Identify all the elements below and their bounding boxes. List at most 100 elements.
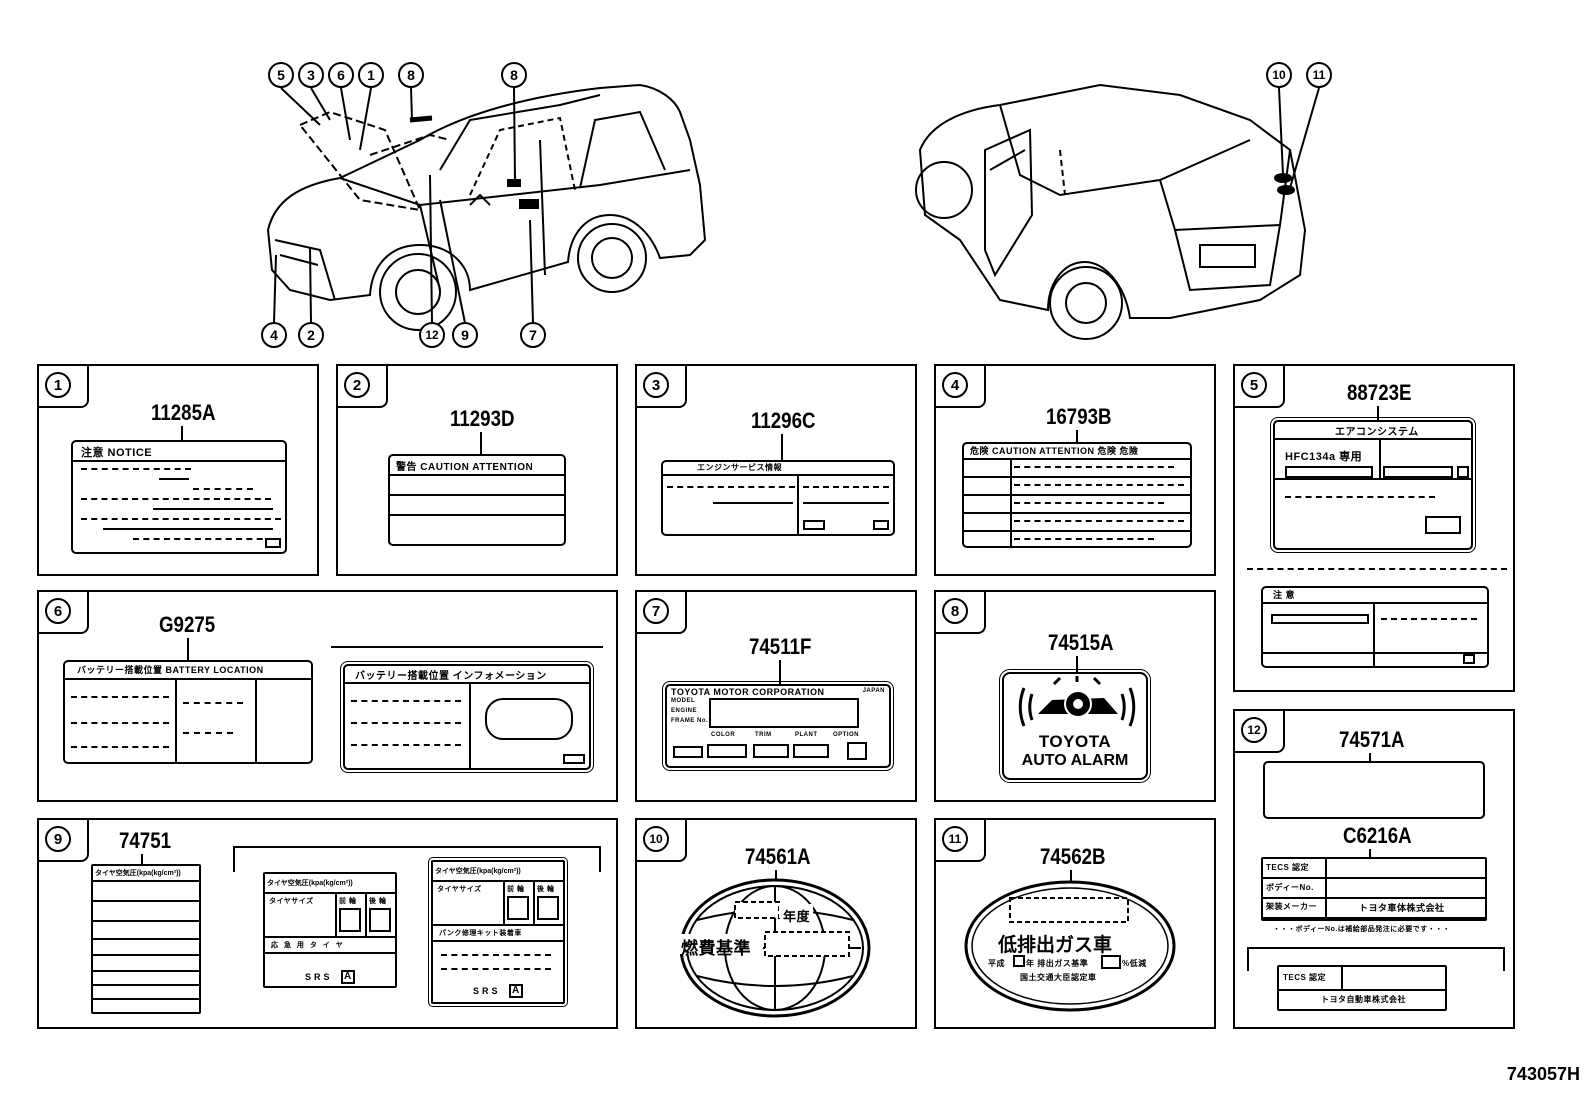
label-11296C: エンジンサービス情報 (661, 460, 895, 536)
callout-2[interactable]: 2 (298, 322, 324, 348)
maker-logo-text: トヨタ車体株式会社 (1359, 903, 1445, 913)
panel-10[interactable]: 10 74561A 年度 燃費基準 (635, 818, 917, 1029)
callout-9[interactable]: 9 (452, 322, 478, 348)
rear-wheel-text: 後 輪 (369, 898, 387, 905)
label-74751-a: タイヤ空気圧(kpa(kg/cm²)) (91, 864, 201, 1014)
leader-line (779, 660, 781, 684)
spare-tire-text: 応 急 用 タ イ ヤ (271, 942, 345, 949)
callout-4[interactable]: 4 (261, 322, 287, 348)
part-number: 11285A (151, 400, 216, 425)
front-car-illustration (266, 83, 1320, 340)
panel-1[interactable]: 1 11285A 注意 NOTICE (37, 364, 319, 576)
callout-3[interactable]: 3 (298, 62, 324, 88)
label-header (73, 442, 285, 462)
panel-8[interactable]: 8 74515A TOYOTA AUTO ALARM (934, 590, 1216, 802)
panel-number: 6 (45, 598, 71, 624)
panel-tab (936, 366, 986, 408)
row-frame: FRAME No. (671, 718, 709, 724)
reduction-text: %低減 (1122, 959, 1147, 968)
low-emission-oval (964, 880, 1176, 1012)
panel-6[interactable]: 6 G9275 バッテリー搭載位置 BATTERY LOCATION バッテリー… (37, 590, 618, 802)
callout-12[interactable]: 12 (419, 322, 445, 348)
leader-line (141, 854, 143, 864)
panel-tab (936, 592, 986, 634)
col-trim: TRIM (755, 732, 772, 738)
callout-5[interactable]: 5 (268, 62, 294, 88)
callout-11[interactable]: 11 (1306, 62, 1332, 88)
srs-a-text: A (344, 971, 352, 982)
label-header (1275, 422, 1471, 440)
leader-line (187, 638, 189, 660)
fuel-economy-globe (679, 878, 871, 1018)
panel-4[interactable]: 4 16793B 危険 CAUTION ATTENTION 危険 危險 (934, 364, 1216, 576)
callout-8a[interactable]: 8 (398, 62, 424, 88)
panel-12[interactable]: 12 74571A C6216A TECS 認定 ボディーNo. 架装メーカー … (1233, 709, 1515, 1029)
srs-text: SRS (305, 972, 333, 982)
part-number: 74571A (1339, 727, 1405, 752)
alarm-car-icon (1018, 676, 1136, 727)
rear-wheel-text-2: 後 輪 (537, 886, 555, 893)
callout-6[interactable]: 6 (328, 62, 354, 88)
panel-number: 7 (643, 598, 669, 624)
panel-number: 1 (45, 372, 71, 398)
part-number: 74515A (1048, 630, 1114, 655)
panel-number: 10 (643, 826, 669, 852)
label-C6216A-sub: TECS 認定 トヨタ自動車株式会社 (1277, 965, 1447, 1011)
part-number: 74562B (1040, 844, 1106, 869)
panel-tab (39, 366, 89, 408)
panel-2[interactable]: 2 11293D 警告 CAUTION ATTENTION (336, 364, 618, 576)
panel-number: 8 (942, 598, 968, 624)
leader-line (781, 434, 783, 460)
label-header (65, 662, 311, 680)
panel-number: 5 (1241, 372, 1267, 398)
panel-number: 12 (1241, 717, 1267, 743)
label-corner-text: JAPAN (862, 688, 885, 694)
label-header (964, 444, 1190, 460)
panel-tab (637, 366, 687, 408)
panel-9[interactable]: 9 74751 タイヤ空気圧(kpa(kg/cm²)) タイヤ空気圧(kpa(k… (37, 818, 618, 1029)
label-header (1263, 588, 1487, 604)
repair-kit-text: パンク修理キット装着車 (439, 930, 522, 937)
panel-7[interactable]: 7 74511F TOYOTA MOTOR CORPORATION JAPAN … (635, 590, 917, 802)
label-C6216A: TECS 認定 ボディーNo. 架装メーカー トヨタ車体株式会社 (1261, 857, 1487, 921)
panel-tab (39, 592, 89, 634)
label-header-text: タイヤ空気圧(kpa(kg/cm²)) (435, 868, 521, 875)
label-header-text: エンジンサービス情報 (697, 463, 782, 472)
callout-10[interactable]: 10 (1266, 62, 1292, 88)
row-model: MODEL (671, 698, 696, 704)
panel-tab (637, 592, 687, 634)
leader-line (1369, 849, 1371, 857)
col-color: COLOR (711, 732, 736, 738)
toyota-corp-text: トヨタ自動車株式会社 (1321, 995, 1406, 1004)
leader-line (1076, 430, 1078, 442)
panel-number: 3 (643, 372, 669, 398)
label-header-text: 危険 CAUTION ATTENTION 危険 危險 (970, 446, 1139, 456)
callout-7[interactable]: 7 (520, 322, 546, 348)
callout-8b[interactable]: 8 (501, 62, 527, 88)
year-text: 年度 (783, 909, 811, 924)
srs-text-2: SRS (473, 986, 501, 996)
label-header (663, 462, 893, 476)
panel-tab (637, 820, 687, 862)
label-88723E: エアコンシステム HFC134a 専用 (1270, 417, 1476, 553)
heisei-text: 平成 (988, 959, 1005, 968)
tire-size-text-2: タイヤサイズ (437, 886, 482, 893)
label-subtext: 注 意 (1273, 590, 1296, 600)
panel-3[interactable]: 3 11296C エンジンサービス情報 (635, 364, 917, 576)
label-header-text: タイヤ空気圧(kpa(kg/cm²)) (267, 880, 353, 887)
panel-11[interactable]: 11 74562B 低排出ガス車 平成 年 排出ガス基準 %低減 国土交通大臣認… (934, 818, 1216, 1029)
alarm-line1: TOYOTA (1038, 732, 1112, 751)
part-number: 16793B (1046, 404, 1112, 429)
part-number: 74511F (749, 634, 812, 659)
tire-size-text: タイヤサイズ (269, 898, 314, 905)
callout-1[interactable]: 1 (358, 62, 384, 88)
label-header (345, 666, 589, 684)
diagram-id: 743057H (1506, 1064, 1580, 1084)
label-header-text: エアコンシステム (1335, 427, 1419, 438)
leader-line (1076, 656, 1078, 672)
panel-5[interactable]: 5 88723E エアコンシステム HFC134a 専用 注 意 (1233, 364, 1515, 692)
label-header-text: 注意 NOTICE (81, 447, 153, 459)
panel-tab (936, 820, 986, 862)
panel-tab (39, 820, 89, 862)
maker-label: 架装メーカー (1266, 902, 1317, 911)
